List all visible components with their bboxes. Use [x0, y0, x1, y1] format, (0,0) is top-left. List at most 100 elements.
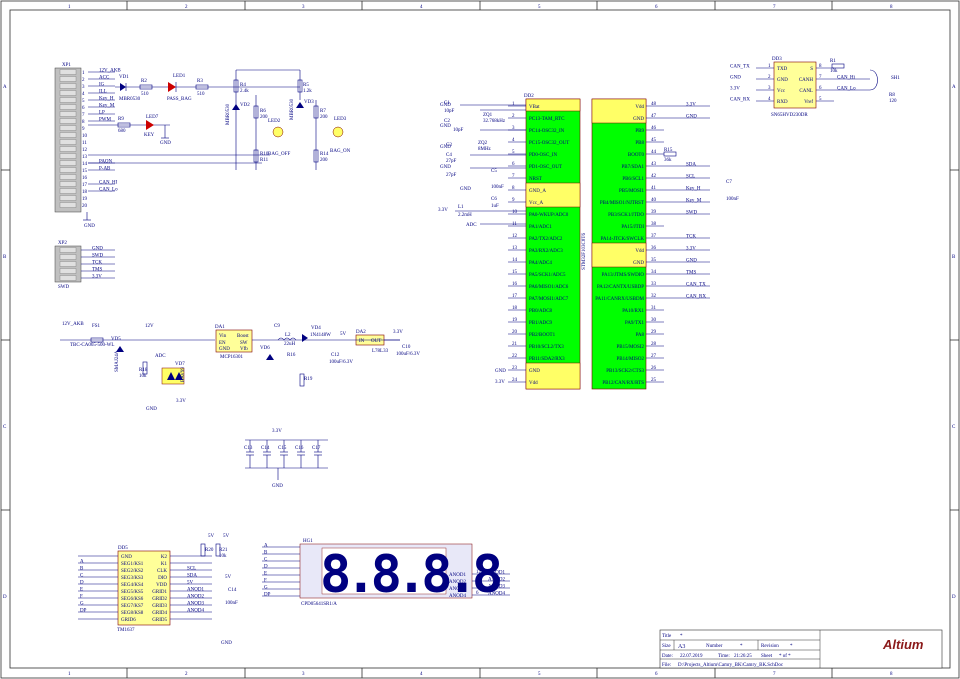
tm1637-right-net: ANOD4	[187, 609, 204, 614]
mcu-pin-label: PB12/CAN/RX/RTS	[602, 381, 644, 386]
svg-text:GND: GND	[495, 369, 506, 374]
mcu-pin-label: PA11/CANRX/USBDM	[595, 297, 644, 302]
col-label: 6	[655, 5, 658, 10]
xp2-net-label: TCK	[92, 261, 102, 266]
svg-text:8: 8	[890, 672, 893, 677]
xp1-pin	[59, 195, 77, 201]
svg-text:VD1: VD1	[119, 75, 129, 80]
svg-text:200: 200	[260, 115, 268, 120]
xp1-pin-number: 18	[82, 190, 88, 195]
mcu-pin-number: 20	[512, 330, 518, 335]
decoupling-cap-label: C17	[312, 446, 321, 451]
mcu-pin-number: 24	[512, 378, 518, 383]
svg-text:Date:: Date:	[662, 654, 673, 659]
svg-text:3: 3	[302, 672, 305, 677]
svg-text:Boost: Boost	[237, 334, 249, 339]
xp1-pin	[59, 76, 77, 82]
svg-text:7: 7	[773, 672, 776, 677]
svg-text:B: B	[3, 255, 7, 260]
can-pin-number: 3	[768, 86, 771, 91]
col-label: 5	[538, 5, 541, 10]
xp1-net-label: CAN_Lo	[99, 188, 118, 193]
svg-text:L2: L2	[285, 333, 291, 338]
mcu-pin-label: PB11/SDA2/RX3	[529, 357, 565, 362]
svg-text:1.2k: 1.2k	[303, 89, 312, 94]
xp2-pin	[59, 254, 77, 260]
xp1-pin	[59, 125, 77, 131]
svg-text:SWD: SWD	[58, 285, 70, 290]
display-seg-net: A	[264, 544, 268, 549]
can-transceiver: DD3 TXD1CAN_TXGND2GNDVcc33.3VRXD4CAN_RXS…	[730, 57, 900, 118]
can-net-label: CAN_Lo	[837, 87, 856, 92]
title-value: *	[680, 634, 683, 639]
tm1637-seg-net: DP	[80, 609, 87, 614]
col-label: 3	[302, 5, 305, 10]
display-anode-label: ANOD2	[449, 580, 466, 585]
xp1-pin	[59, 111, 77, 117]
svg-text:DD2: DD2	[524, 94, 534, 99]
display-anode-label: ANOD1	[449, 573, 466, 578]
svg-text:100nF: 100nF	[225, 601, 238, 606]
svg-text:KEY: KEY	[144, 133, 155, 138]
svg-text:VD3: VD3	[304, 100, 314, 105]
mcu-pin-label: Vdd	[635, 105, 644, 110]
display-anode-net: ANOD3	[488, 585, 505, 590]
svg-text:Vfb: Vfb	[240, 347, 248, 352]
display-seg-net: E	[264, 572, 267, 577]
svg-text:GND: GND	[219, 347, 230, 352]
mcu-pin-label: PA5/SCK1/ADC5	[529, 273, 566, 278]
altium-logo: Altium	[882, 637, 924, 652]
tm1637-pin-label: GRID1	[152, 590, 167, 595]
svg-text:22.07.2019: 22.07.2019	[680, 654, 703, 659]
mcu-pin-label: PB9	[635, 129, 644, 134]
tm1637-pin-label: K1	[161, 562, 168, 567]
svg-text:MBR0530: MBR0530	[226, 103, 231, 125]
xp1-pin	[59, 202, 77, 208]
mcu-net-label: TMS	[686, 271, 697, 276]
svg-text:22uH: 22uH	[284, 342, 296, 347]
xp1-pin-number: 1	[82, 71, 85, 76]
mcu-pin-number: 45	[651, 138, 657, 143]
can-pin-label: CANL	[799, 89, 813, 94]
tm1637-pin-label: SEG1/KS1	[121, 562, 144, 567]
svg-text:200: 200	[320, 158, 328, 163]
mcu-pin-number: 7	[512, 174, 515, 179]
svg-text:C5: C5	[491, 169, 497, 174]
mcu-pin-number: 23	[512, 366, 518, 371]
svg-text:SN65HVD230DR: SN65HVD230DR	[771, 113, 808, 118]
xp1-pin	[59, 167, 77, 173]
mcu-pin-number: 13	[512, 246, 518, 251]
xp1-net-label: CAN_HI	[99, 181, 118, 186]
svg-text:2: 2	[185, 672, 188, 677]
xp1-pin	[59, 132, 77, 138]
mcu-pin-number: 31	[651, 306, 657, 311]
power-supply: 12V_AKB FS1 TBC-CA065-500-WL VD5 SMAJ24A…	[60, 322, 420, 412]
svg-text:Time:: Time:	[718, 654, 730, 659]
svg-text:C3: C3	[446, 143, 452, 148]
svg-text:TBC-CA065-500-WL: TBC-CA065-500-WL	[70, 343, 114, 348]
xp1-pin-number: 7	[82, 113, 85, 118]
mcu-pin-label: PB6/SCL1	[622, 177, 644, 182]
svg-text:BAG_OFF: BAG_OFF	[268, 152, 290, 157]
mcu-net-label: SCL	[686, 175, 695, 180]
tm1637-right-net: ANOD2	[187, 595, 204, 600]
mcu-pin-label: PA13/JTMS/SWDIO	[602, 273, 645, 278]
mcu-pin-label: PB8	[635, 141, 644, 146]
svg-text:LED2: LED2	[268, 119, 281, 124]
display-seg-net: DP	[264, 593, 271, 598]
file-path: D:\Projects_Altium\Camry_BK\Camry_BK.Sch…	[678, 663, 784, 668]
xp1-pin-number: 15	[82, 169, 88, 174]
xp1-net-label: ILL	[99, 90, 107, 95]
mcu-pin-label: Vcc_A	[529, 201, 544, 206]
mcu-net-label: SDA	[686, 163, 696, 168]
mcu-pin-label: PA6/MISO1/ADC6	[529, 285, 569, 290]
mcu-pin-label: VBat	[529, 105, 540, 110]
mcu-pin-number: 43	[651, 162, 657, 167]
xp1-pin	[59, 83, 77, 89]
svg-text:100nF: 100nF	[726, 197, 739, 202]
mcu-net-label: CAN_RX	[686, 295, 706, 300]
display-seg-net: F	[264, 579, 267, 584]
can-pin-label: S	[810, 67, 813, 72]
mcu-pin-label: PA12/CANTX/USBDP	[597, 285, 644, 290]
